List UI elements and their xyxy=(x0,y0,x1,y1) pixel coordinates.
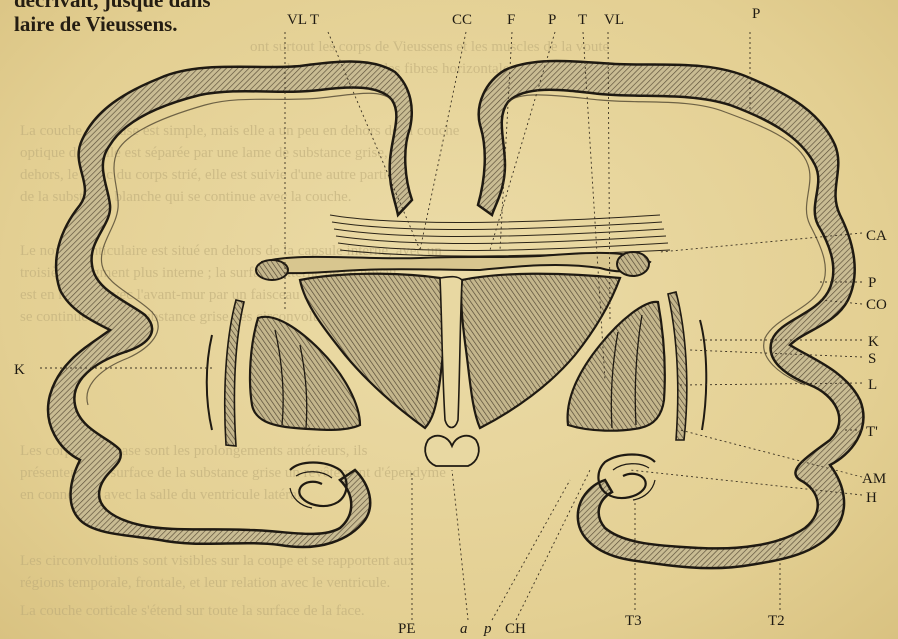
label-p-top: P xyxy=(548,12,556,28)
right-external-capsule-line xyxy=(700,320,706,430)
label-vl-top: VL xyxy=(604,12,624,28)
label-pe: PE xyxy=(398,621,416,637)
label-t-top: T xyxy=(578,12,587,28)
right-fornix-pillar xyxy=(617,252,649,276)
label-ch: CH xyxy=(505,621,526,637)
left-claustrum xyxy=(225,300,244,446)
label-am: AM xyxy=(862,471,886,487)
left-hippocampus xyxy=(290,463,347,509)
label-p-top-right: P xyxy=(752,6,760,22)
label-ca: CA xyxy=(866,228,887,244)
label-co: CO xyxy=(866,297,887,313)
left-external-capsule-line xyxy=(207,335,212,430)
label-s: S xyxy=(868,351,876,367)
left-white-matter-outline xyxy=(87,93,392,405)
mammillary-bodies xyxy=(425,436,479,466)
label-vl-t: VL T xyxy=(287,12,319,28)
label-f: F xyxy=(507,12,515,28)
label-t-prime: T' xyxy=(866,424,878,440)
right-hippocampus xyxy=(598,455,655,501)
right-claustrum xyxy=(668,292,687,440)
corpus-callosum-fibers xyxy=(330,215,670,256)
label-l: L xyxy=(868,377,877,393)
label-a: a xyxy=(460,621,468,637)
label-t3: T3 xyxy=(625,613,642,629)
label-cc: CC xyxy=(452,12,472,28)
label-p-right: P xyxy=(868,275,876,291)
third-ventricle xyxy=(440,277,462,428)
label-t2: T2 xyxy=(768,613,785,629)
label-h: H xyxy=(866,490,877,506)
label-k-right: K xyxy=(868,334,879,350)
label-p-bottom: p xyxy=(483,621,492,637)
label-k-left: K xyxy=(14,362,25,378)
left-fornix-pillar xyxy=(256,260,288,280)
